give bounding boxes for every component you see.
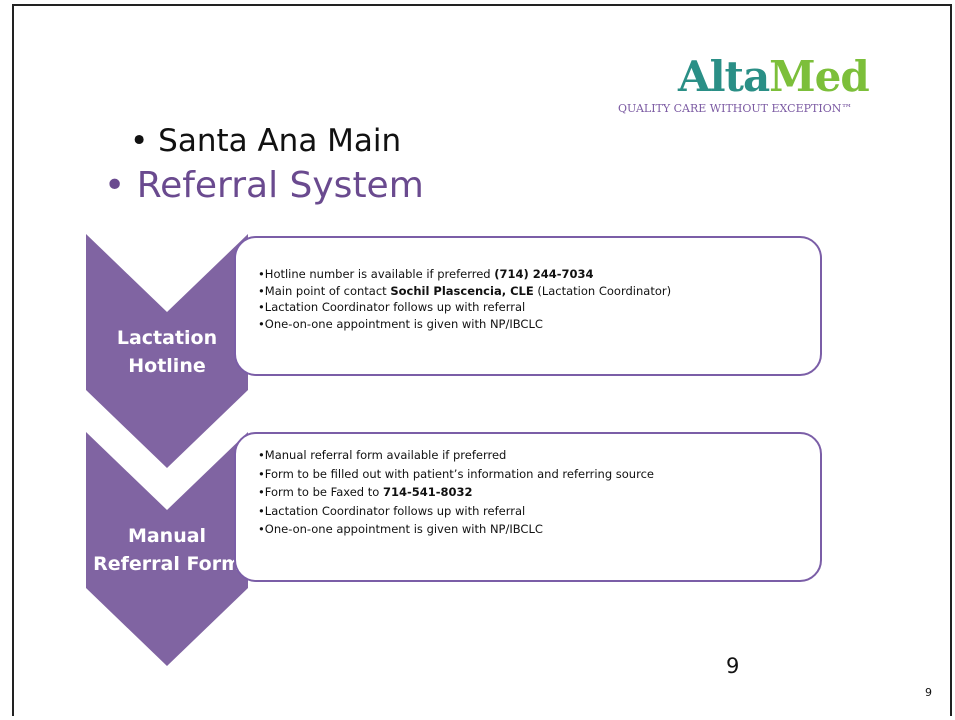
- list-item: Lactation Coordinator follows up with re…: [258, 502, 820, 521]
- logo-tagline: QUALITY CARE WITHOUT EXCEPTION™: [618, 102, 853, 115]
- page-number: 9: [726, 654, 740, 678]
- page-number-corner: 9: [925, 686, 932, 699]
- chevron-manual-referral-form: Manual Referral Form: [86, 432, 248, 666]
- info-box-manual-referral-form: Manual referral form available if prefer…: [234, 432, 822, 582]
- logo-wordmark: AltaMed: [678, 52, 870, 101]
- list-item: Main point of contact Sochil Plascencia,…: [258, 283, 820, 300]
- slide-frame: [12, 4, 952, 716]
- list-item: Lactation Coordinator follows up with re…: [258, 299, 820, 316]
- chevron-label-line1: Manual: [127, 525, 207, 547]
- chevron-label: Lactation Hotline: [86, 324, 248, 380]
- list-item: Manual referral form available if prefer…: [258, 446, 820, 465]
- info-list: Manual referral form available if prefer…: [236, 434, 820, 539]
- list-item: Form to be Faxed to 714-541-8032: [258, 483, 820, 502]
- chevron-label: Manual Referral Form: [86, 522, 248, 578]
- chevron-label-line1: Lactation: [116, 327, 218, 349]
- heading-bullet-sub: • Referral System: [104, 165, 424, 206]
- logo-alta: Alta: [678, 52, 770, 101]
- heading-bullet-main: • Santa Ana Main: [130, 123, 402, 159]
- list-item: One-on-one appointment is given with NP/…: [258, 316, 820, 333]
- heading-main-text: Santa Ana Main: [158, 123, 402, 159]
- chevron-label-line2: Referral Form: [93, 553, 241, 575]
- logo-med: Med: [769, 52, 870, 101]
- chevron-shape: [86, 234, 248, 468]
- chevron-shape: [86, 432, 248, 666]
- info-list: Hotline number is available if preferred…: [236, 238, 820, 332]
- list-item: Form to be filled out with patient’s inf…: [258, 465, 820, 484]
- chevron-label-line2: Hotline: [128, 355, 206, 377]
- list-item: One-on-one appointment is given with NP/…: [258, 520, 820, 539]
- heading-sub-text: Referral System: [136, 165, 424, 206]
- chevron-lactation-hotline: Lactation Hotline: [86, 234, 248, 468]
- list-item: Hotline number is available if preferred…: [258, 266, 820, 283]
- info-box-lactation-hotline: Hotline number is available if preferred…: [234, 236, 822, 376]
